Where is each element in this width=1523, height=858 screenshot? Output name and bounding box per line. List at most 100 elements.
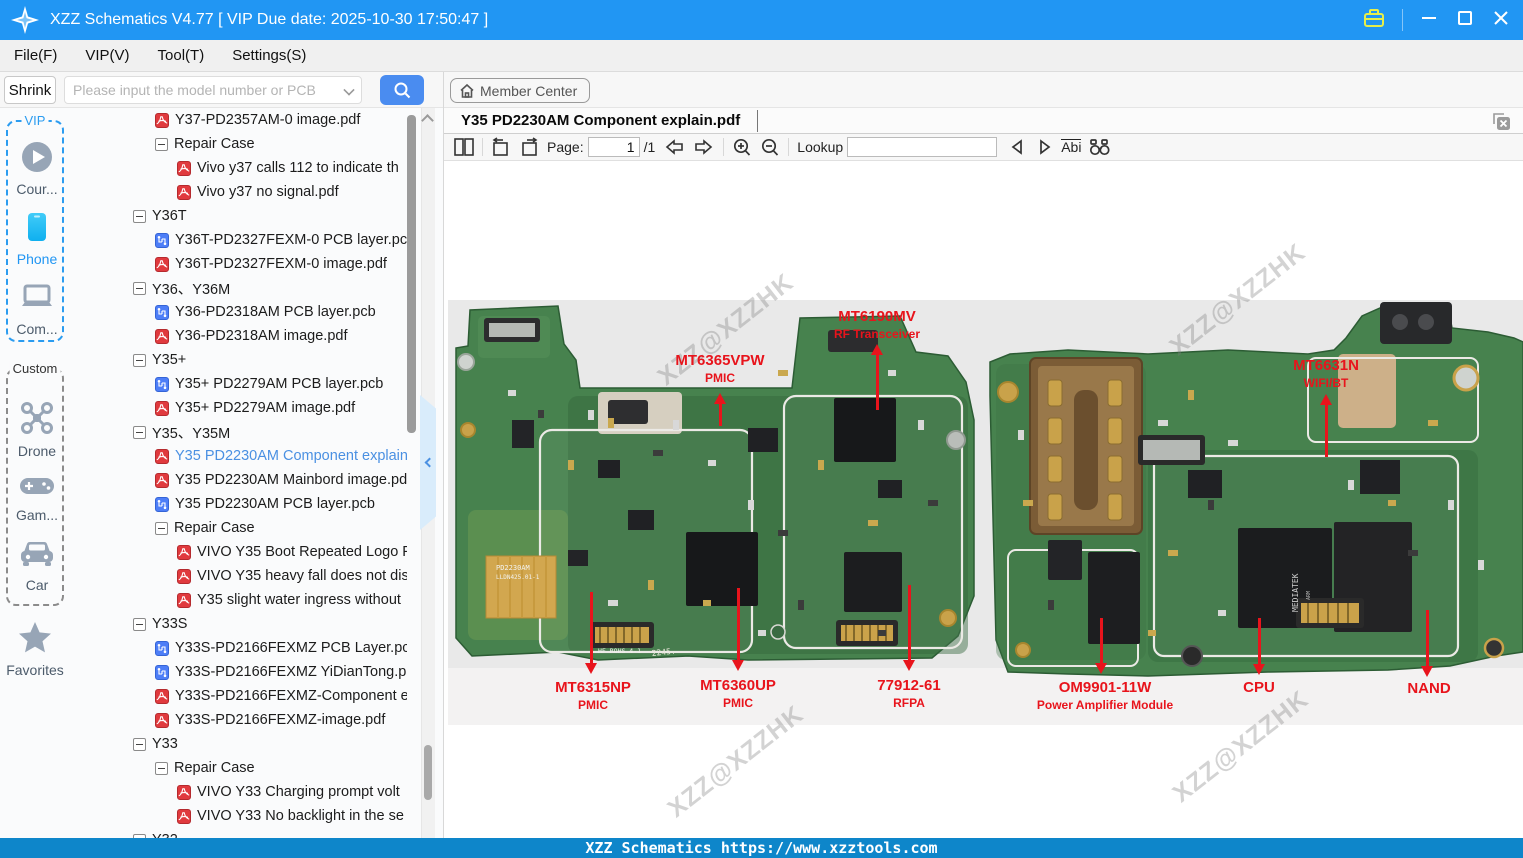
whole-word-toggle[interactable] [1085, 135, 1115, 159]
find-next-button[interactable] [1031, 135, 1057, 159]
tree-folder[interactable]: Y35、Y35M [125, 420, 407, 444]
sidebar-item-game[interactable]: Gam... [8, 472, 66, 523]
tab-document[interactable]: Y35 PD2230AM Component explain.pdf [461, 112, 741, 129]
tree-item[interactable]: Y35 slight water ingress without [125, 588, 407, 612]
vip-briefcase-icon[interactable] [1362, 6, 1386, 35]
page-number-input[interactable] [587, 137, 640, 157]
search-button[interactable] [380, 75, 424, 105]
tree-folder[interactable]: Y33 [125, 732, 407, 756]
tree-item[interactable]: Y36T-PD2327FEXM-0 PCB layer.pcb [125, 228, 407, 252]
tree-item-label: Y33 [152, 736, 178, 752]
tree-item-label: Y36-PD2318AM image.pdf [175, 328, 348, 344]
sidebar-item-phone[interactable]: Phone [8, 210, 66, 267]
match-case-toggle[interactable]: Abi [1061, 139, 1082, 155]
tree-item[interactable]: Y35+ PD2279AM PCB layer.pcb [125, 372, 407, 396]
component-name: MT6631N [1293, 357, 1359, 374]
board-silkscreen-text: PD2230AM [496, 564, 530, 572]
tree-folder[interactable]: Y36、Y36M [125, 276, 407, 300]
shrink-button[interactable]: Shrink [4, 76, 56, 104]
collapse-icon[interactable] [133, 209, 146, 223]
vip-group: VIP Cour... Phone [6, 113, 66, 342]
title-bar: XZZ Schematics V4.77 [ VIP Due date: 202… [0, 0, 1523, 40]
pcb-file-icon [155, 376, 169, 392]
tree-folder[interactable]: Repair Case [125, 756, 407, 780]
tree-item[interactable]: VIVO Y35 Boot Repeated Logo F [125, 540, 407, 564]
sidebar-item-favorites[interactable]: Favorites [6, 620, 64, 678]
component-name: MT6315NP [555, 679, 631, 696]
play-circle-icon [22, 142, 52, 172]
two-page-view-button[interactable] [450, 135, 478, 159]
tree-item[interactable]: Y35 PD2230AM Component explain.pdf [125, 444, 407, 468]
collapse-icon[interactable] [155, 137, 168, 151]
collapse-icon[interactable] [133, 425, 146, 439]
tree-item[interactable]: Y36T-PD2327FEXM-0 image.pdf [125, 252, 407, 276]
tree-folder[interactable]: Y32 [125, 828, 407, 838]
rotate-left-button[interactable] [487, 135, 515, 159]
menu-tool[interactable]: Tool(T) [157, 46, 205, 64]
minimize-button[interactable] [1419, 8, 1439, 33]
component-description: PMIC [723, 695, 753, 710]
tree-item[interactable]: Y35 PD2230AM PCB layer.pcb [125, 492, 407, 516]
scrollbar-thumb[interactable] [407, 115, 416, 433]
menu-vip[interactable]: VIP(V) [85, 46, 130, 64]
tree-item-label: Y33S-PD2166FEXMZ YiDianTong.p [175, 664, 407, 680]
tree-folder[interactable]: Repair Case [125, 516, 407, 540]
zoom-out-button[interactable] [756, 135, 784, 159]
status-bar: XZZ Schematics https://www.xzztools.com [0, 838, 1523, 858]
tree-item[interactable]: Y35 PD2230AM Mainbord image.pdf [125, 468, 407, 492]
collapse-icon[interactable] [133, 281, 146, 295]
tree-item[interactable]: Y33S-PD2166FEXMZ-Component e [125, 684, 407, 708]
tree-folder[interactable]: Repair Case [125, 132, 407, 156]
tree-folder[interactable]: Y36T [125, 204, 407, 228]
tree-item[interactable]: VIVO Y33 No backlight in the se [125, 804, 407, 828]
tree-item[interactable]: Y35+ PD2279AM image.pdf [125, 396, 407, 420]
tree-item[interactable]: Y37-PD2357AM-0 image.pdf [125, 108, 407, 132]
collapse-icon[interactable] [133, 737, 146, 751]
sidebar-item-computer[interactable]: Com... [8, 280, 66, 337]
scrollbar-thumb[interactable] [424, 745, 432, 800]
component-name: NAND [1407, 680, 1451, 697]
lookup-input[interactable] [847, 137, 998, 157]
tree-item[interactable]: Y33S-PD2166FEXMZ YiDianTong.p [125, 660, 407, 684]
rotate-right-button[interactable] [515, 135, 543, 159]
tree-item[interactable]: Vivo y37 calls 112 to indicate th [125, 156, 407, 180]
sidebar-item-drone[interactable]: Drone [8, 400, 66, 459]
pdf-file-icon [155, 712, 169, 728]
tree-item-label: Vivo y37 no signal.pdf [197, 184, 339, 200]
collapse-icon[interactable] [155, 761, 168, 775]
zoom-in-button[interactable] [728, 135, 756, 159]
tree-item-label: Y35、Y35M [152, 425, 231, 442]
tree-item[interactable]: VIVO Y33 Charging prompt volt [125, 780, 407, 804]
find-previous-button[interactable] [1005, 135, 1031, 159]
sidebar-item-course[interactable]: Cour... [8, 140, 66, 197]
tree-item[interactable]: VIVO Y35 heavy fall does not dis [125, 564, 407, 588]
tree-item[interactable]: Y33S-PD2166FEXMZ PCB Layer.pcb [125, 636, 407, 660]
search-input[interactable] [73, 77, 337, 103]
prev-page-button[interactable] [659, 135, 689, 159]
pdf-file-icon [177, 544, 191, 560]
component-description: WIFI/BT [1303, 375, 1349, 390]
next-page-button[interactable] [689, 135, 719, 159]
menu-file[interactable]: File(F) [14, 46, 58, 64]
chevron-down-icon[interactable] [343, 84, 355, 96]
pcb-file-icon [155, 232, 169, 248]
tree-item[interactable]: Y36-PD2318AM PCB layer.pcb [125, 300, 407, 324]
collapse-icon[interactable] [133, 353, 146, 367]
tree-item[interactable]: Y33S-PD2166FEXMZ-image.pdf [125, 708, 407, 732]
collapse-icon[interactable] [133, 617, 146, 631]
collapse-icon[interactable] [155, 521, 168, 535]
member-center-button[interactable]: Member Center [450, 78, 591, 103]
collapse-icon[interactable] [133, 833, 146, 838]
close-button[interactable] [1491, 8, 1511, 33]
tree-item[interactable]: Y36-PD2318AM image.pdf [125, 324, 407, 348]
panel-collapse-handle[interactable] [420, 395, 436, 530]
sidebar-item-car[interactable]: Car [8, 538, 66, 593]
tree-folder[interactable]: Y33S [125, 612, 407, 636]
close-tabs-icon[interactable] [1491, 111, 1511, 131]
tree-item[interactable]: Vivo y37 no signal.pdf [125, 180, 407, 204]
menu-settings[interactable]: Settings(S) [232, 46, 307, 64]
maximize-button[interactable] [1455, 8, 1475, 33]
tree-folder[interactable]: Y35+ [125, 348, 407, 372]
